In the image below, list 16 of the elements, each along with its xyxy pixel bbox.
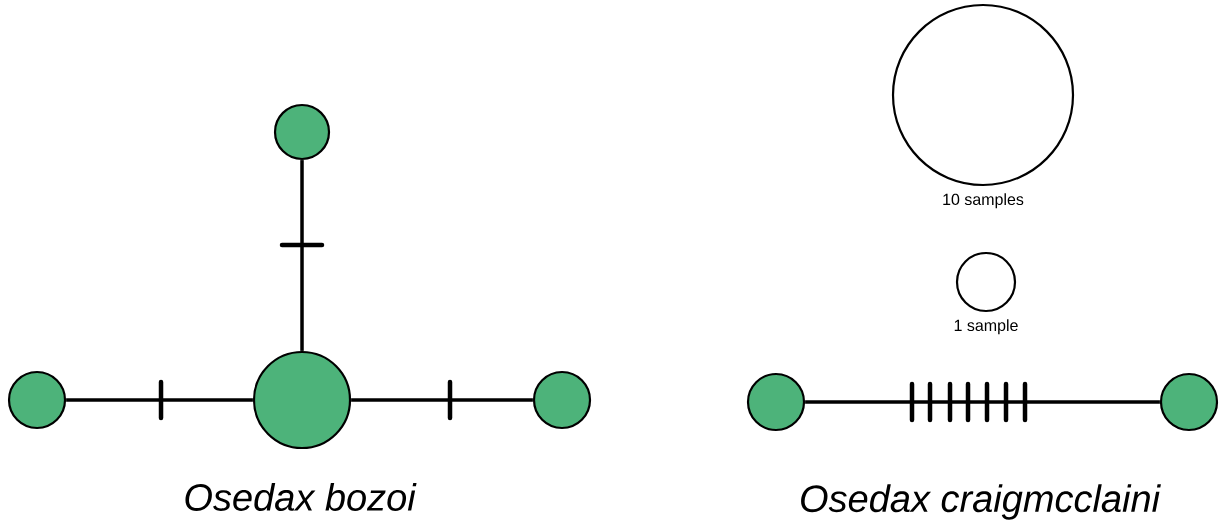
haplotype-circle (273, 103, 331, 161)
species-name: Osedax craigmcclaini (801, 484, 1161, 520)
haplotype-circle (532, 370, 592, 430)
sample-size-label: 10 samples (943, 193, 1024, 209)
network-line (805, 400, 1160, 404)
haplotype-circle (1159, 372, 1219, 432)
haplotype-circle (746, 372, 806, 432)
sample-size-label: 1 sample (954, 319, 1018, 335)
sample-size-circle (955, 251, 1017, 313)
species-name: Osedax bozoi (185, 483, 417, 511)
network-line (351, 398, 533, 402)
haplotype-circle (252, 350, 352, 450)
sample-size-circle (891, 3, 1075, 187)
network-line (66, 398, 253, 402)
network-line (300, 160, 304, 351)
haplotype-circle (7, 370, 67, 430)
